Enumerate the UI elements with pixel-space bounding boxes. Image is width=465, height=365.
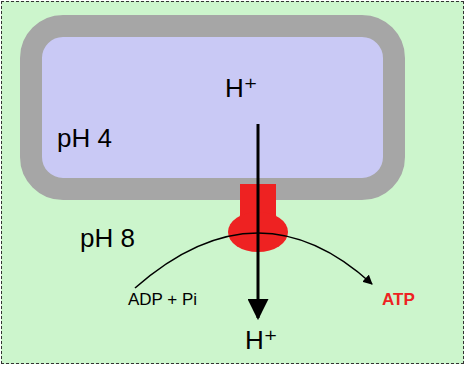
membrane [31, 26, 394, 189]
membrane-outline [20, 15, 405, 200]
proton-flow-arrow [257, 124, 260, 318]
product-label: ATP [382, 291, 415, 310]
vesicle: H⁺ pH 4 [20, 15, 405, 200]
ph-label: pH 8 [80, 224, 135, 253]
ion-label: H⁺ [225, 74, 258, 103]
ph-label: pH 4 [57, 124, 112, 153]
reaction-arrow [135, 233, 372, 288]
ion-label: H⁺ [245, 326, 278, 355]
reactant-label: ADP + Pi [128, 291, 197, 310]
